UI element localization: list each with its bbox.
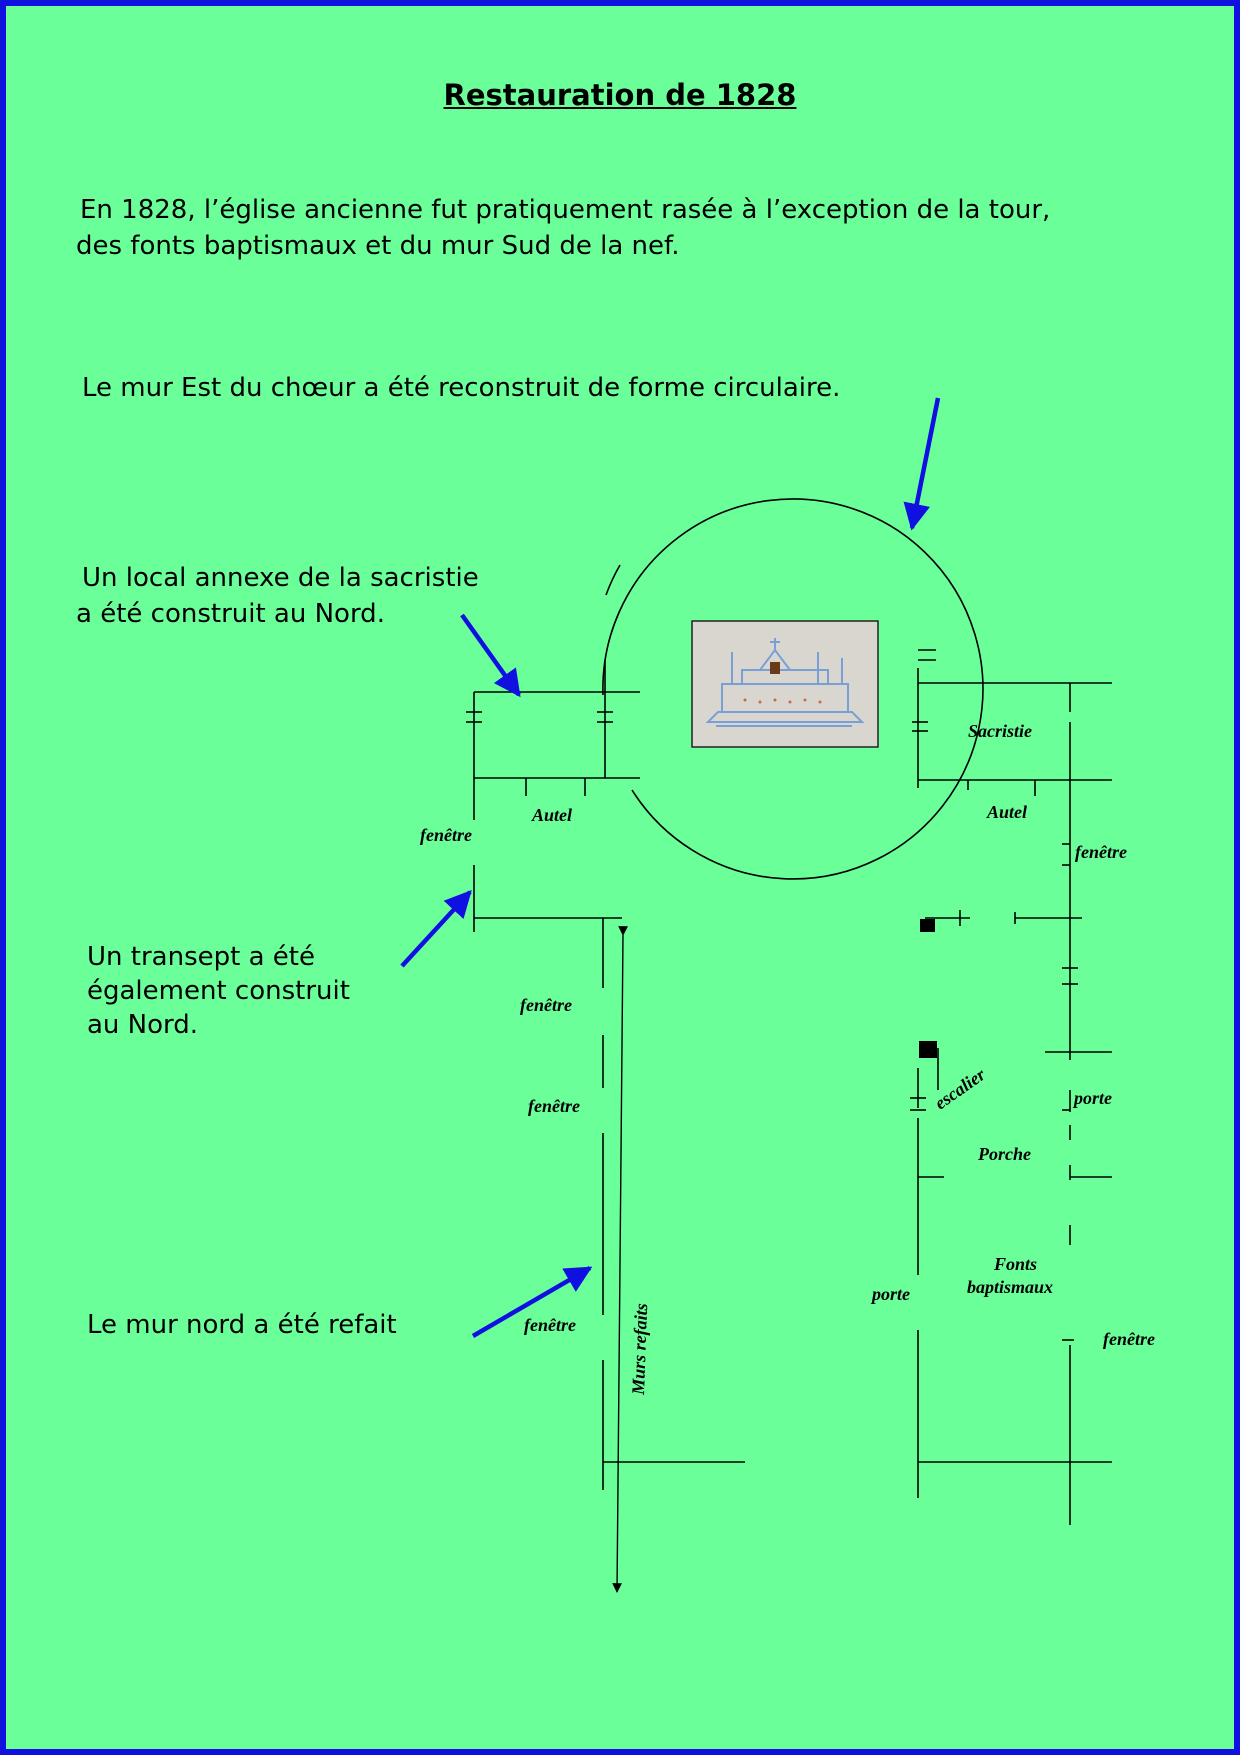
- altar-image: [691, 620, 879, 748]
- annotation-choeur: Le mur Est du chœur a été reconstruit de…: [82, 373, 841, 403]
- label-fonts-line-2: baptismaux: [967, 1277, 1053, 1297]
- label-sacristie: Sacristie: [968, 721, 1032, 741]
- pier-marker: [920, 919, 935, 932]
- label-autel-right: Autel: [986, 802, 1027, 822]
- annotation-transept-line-3: au Nord.: [87, 1010, 199, 1040]
- annotation-sacristie-line-1: Un local annexe de la sacristie: [82, 563, 479, 593]
- intro-line-1: En 1828, l’église ancienne fut pratiquem…: [80, 195, 1051, 225]
- label-porte-right: porte: [1072, 1088, 1112, 1108]
- label-fenetre-4: fenêtre: [528, 1096, 580, 1116]
- pier-marker: [919, 1041, 937, 1058]
- annotation-transept-line-1: Un transept a été: [87, 942, 315, 972]
- arrow-choeur: [903, 397, 941, 531]
- label-porte-left: porte: [870, 1284, 910, 1304]
- label-fenetre-3: fenêtre: [520, 995, 572, 1015]
- intro-line-2: des fonts baptismaux et du mur Sud de la…: [76, 231, 680, 261]
- murs-refaits-arrow: [612, 926, 628, 1593]
- arrow-transept: [400, 890, 472, 968]
- arrow-mur-nord: [471, 1266, 593, 1338]
- label-fenetre-6: fenêtre: [1103, 1329, 1155, 1349]
- plan-walls: [466, 649, 1112, 1525]
- label-fonts-line-1: Fonts: [993, 1254, 1037, 1274]
- label-autel-left: Autel: [531, 805, 572, 825]
- label-porche: Porche: [977, 1144, 1031, 1164]
- choir-circular-wall: [602, 498, 984, 880]
- annotation-sacristie-line-2: a été construit au Nord.: [76, 599, 385, 629]
- arrow-sacristie: [460, 613, 521, 698]
- label-fenetre-2: fenêtre: [1075, 842, 1127, 862]
- choir-circular-wall-north: [605, 564, 621, 596]
- label-fenetre-5: fenêtre: [524, 1315, 576, 1335]
- page-title: Restauration de 1828: [443, 78, 797, 112]
- label-fenetre-1: fenêtre: [420, 825, 472, 845]
- annotation-mur-nord: Le mur nord a été refait: [87, 1310, 397, 1340]
- annotation-transept-line-2: également construit: [87, 976, 350, 1006]
- label-murs-refaits: Murs refaits: [628, 1303, 651, 1396]
- label-escalier: escalier: [931, 1064, 990, 1114]
